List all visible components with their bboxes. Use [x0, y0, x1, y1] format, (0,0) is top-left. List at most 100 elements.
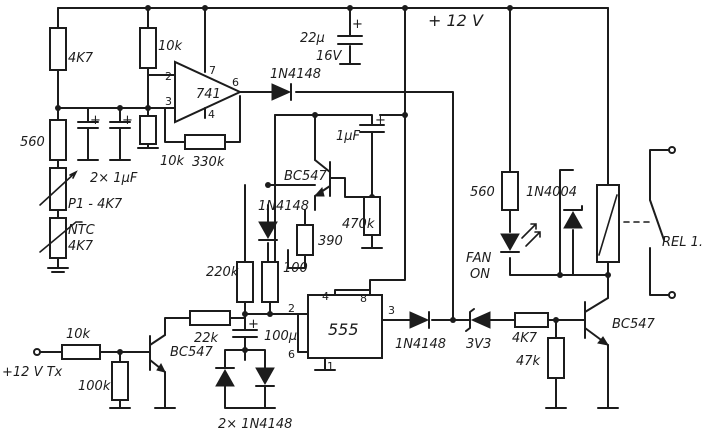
resistor-390 [296, 224, 314, 256]
labels: + 12 V +12 V Tx 741 2 3 4 6 7 555 1 2 3 … [2, 11, 703, 432]
label-r-feedback: 330k [192, 155, 225, 170]
diode-1n4148-transistor [258, 221, 278, 240]
transistor-relay [584, 297, 609, 346]
resistor-10k-input [61, 344, 101, 360]
timer-label: 555 [328, 320, 359, 339]
timer-555-chip [307, 294, 383, 359]
plus-mark-e: + [248, 317, 259, 332]
label-r-in-100k: 100k [78, 379, 111, 394]
label-q-upper: BC547 [284, 169, 328, 184]
label-relay: REL 1. [662, 235, 703, 250]
diode-1n4004 [563, 210, 583, 229]
capacitor-1uf-a [77, 121, 99, 151]
label-q-input: BC547 [170, 345, 214, 360]
junction-dots [55, 5, 611, 355]
label-r-top-left: 4K7 [68, 51, 94, 66]
resistor-470k [363, 196, 381, 236]
opamp-pin7: 7 [209, 64, 216, 77]
label-r-top-mid: 10k [158, 39, 183, 54]
label-ntc-value: 4K7 [68, 239, 94, 254]
capacitor-22u [337, 35, 363, 45]
label-d-pair: 2× 1N4148 [218, 417, 292, 432]
opamp-741 [174, 60, 243, 124]
relay-contact [649, 199, 665, 241]
label-ntc-name: NTC [68, 223, 96, 238]
diodes [215, 83, 583, 387]
label-zener: 3V3 [466, 337, 491, 352]
label-r-390: 390 [318, 234, 343, 249]
relay-terminal-bottom [668, 291, 676, 299]
resistor-560-left [49, 119, 67, 161]
input-terminal [33, 348, 41, 356]
label-d-relay: 1N4004 [526, 185, 577, 200]
label-q-relay: BC547 [612, 317, 656, 332]
capacitor-1uf [359, 124, 385, 144]
led-light-icon [521, 223, 541, 247]
label-r-in-10k: 10k [66, 327, 91, 342]
relay-terminal-top [668, 146, 676, 154]
pot-arrow-icon [39, 170, 78, 206]
resistor-330k [184, 134, 226, 150]
led-fan-on [500, 233, 520, 252]
diode-pair-right [255, 367, 275, 386]
relay [596, 146, 676, 299]
resistors [39, 27, 565, 401]
resistor-47k [547, 337, 565, 379]
ntc-mark-icon [39, 221, 83, 253]
label-r-base-4k7: 4K7 [512, 331, 538, 346]
capacitors [77, 35, 385, 343]
label-c-1uf: 1μF [336, 129, 361, 144]
input-label: +12 V Tx [2, 365, 63, 380]
label-c-100u: 100μ [264, 329, 297, 344]
resistor-100k [111, 361, 129, 401]
supply-label: + 12 V [428, 11, 484, 30]
diode-1n4148-555 [409, 311, 430, 329]
label-r-10k-bottom: 10k [160, 154, 185, 169]
label-d-transistor: 1N4148 [258, 199, 309, 214]
label-d-opamp: 1N4148 [270, 67, 321, 82]
label-c-supply: 22μ [300, 31, 325, 46]
label-r-470k: 470k [342, 217, 375, 232]
label-r-47k: 47k [516, 354, 541, 369]
opamp-pin4: 4 [208, 108, 215, 121]
label-r-560-left: 560 [20, 135, 45, 150]
opamp-pin6: 6 [232, 76, 239, 89]
resistor-10k-top [139, 27, 157, 69]
timer-pin4: 4 [322, 290, 329, 303]
label-led-line2: ON [470, 267, 490, 282]
timer-pin3: 3 [388, 304, 395, 317]
diode-1n4148-opamp [271, 83, 292, 101]
label-pot: P1 - 4K7 [68, 197, 123, 212]
timer-pin8: 8 [360, 292, 367, 305]
timer-pin6: 6 [288, 348, 295, 361]
resistor-22k [189, 310, 231, 326]
resistor-560-led [501, 171, 519, 211]
opamp-pin3: 3 [165, 95, 172, 108]
ground-symbols [47, 63, 619, 409]
transistors [149, 159, 610, 373]
plus-mark-b: + [122, 113, 133, 128]
transistor-upper [314, 159, 341, 197]
label-r-220k: 220k [206, 265, 239, 280]
timer-pin1: 1 [327, 360, 334, 373]
timer-pin2: 2 [288, 302, 295, 315]
plus-mark-d: + [375, 113, 386, 128]
diode-pair-left [215, 368, 235, 387]
plus-mark-a: + [90, 113, 101, 128]
resistor-4k7-base [514, 312, 549, 328]
label-c-supply-v: 16V [316, 49, 343, 64]
resistor-10k-bottom [139, 115, 157, 145]
plus-mark-c: + [352, 17, 363, 32]
resistor-220k [236, 261, 254, 303]
label-r-100: 100 [283, 261, 308, 276]
resistor-4k7-top [49, 27, 67, 71]
opamp-label: 741 [196, 87, 221, 102]
zener-3v3 [470, 311, 491, 329]
resistor-100 [261, 261, 279, 303]
label-led-line1: FAN [466, 251, 492, 266]
capacitor-1uf-b [109, 121, 131, 151]
opamp-pin2: 2 [165, 70, 172, 83]
label-r-22k: 22k [194, 331, 219, 346]
label-r-560-led: 560 [470, 185, 495, 200]
